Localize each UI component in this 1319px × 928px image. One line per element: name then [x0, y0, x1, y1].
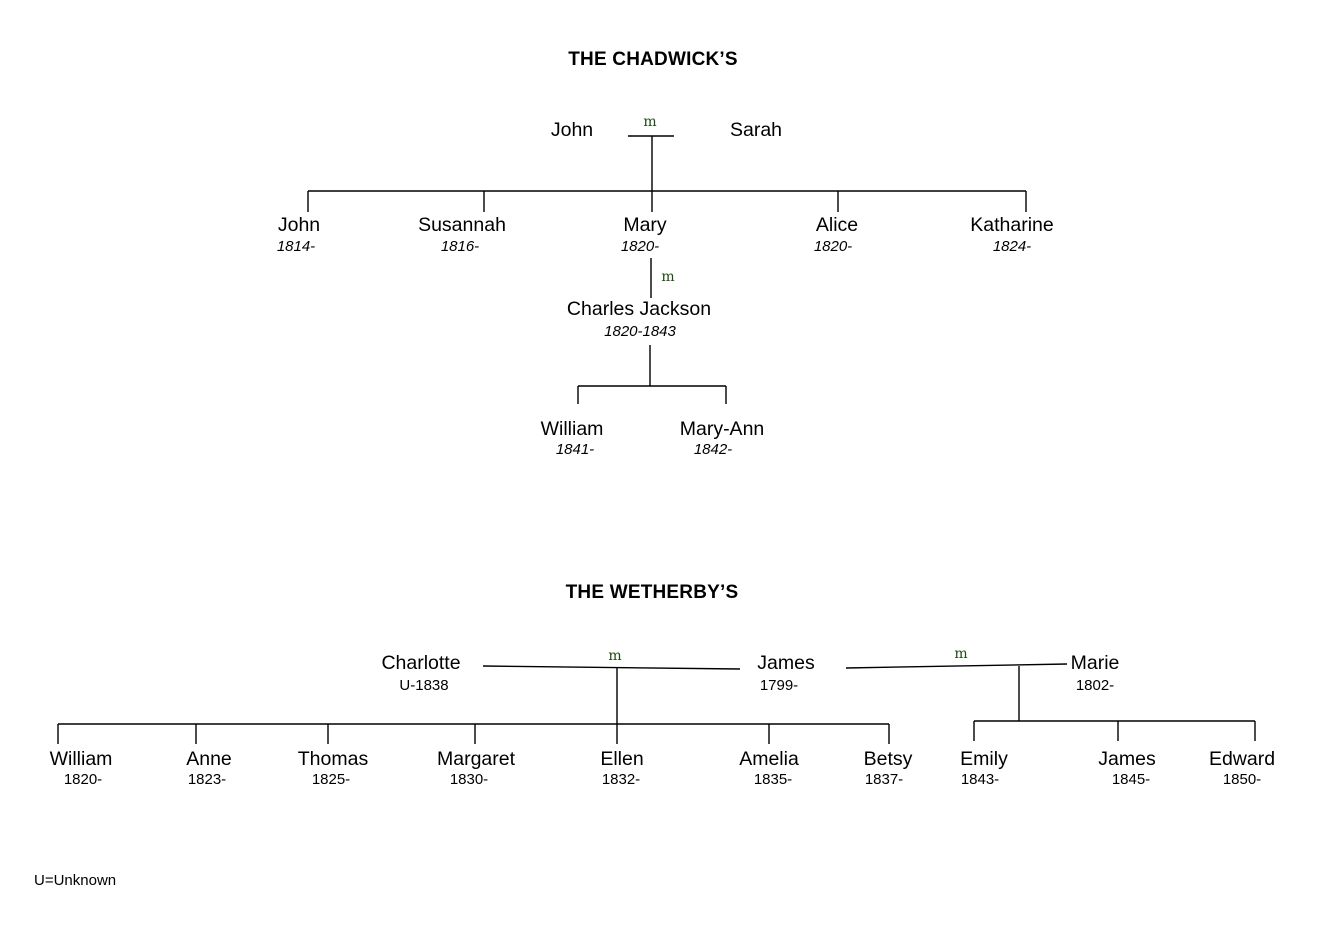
- grandchild-year: 1842-: [693, 441, 733, 458]
- child-year: 1825-: [311, 771, 351, 788]
- child-name: Edward: [1208, 748, 1276, 770]
- child-year: 1850-: [1222, 771, 1262, 788]
- marriage-symbol: m: [954, 646, 968, 662]
- child-year: 1820-: [620, 238, 660, 255]
- child-year: 1843-: [960, 771, 1000, 788]
- child-name: Thomas: [297, 748, 369, 770]
- child-name: William: [49, 748, 113, 770]
- parent-sarah: Sarah: [729, 119, 783, 141]
- grandchild-name: William: [540, 418, 604, 440]
- child-name: Katharine: [970, 214, 1054, 236]
- child-name: Alice: [815, 214, 859, 236]
- child-year: 1835-: [753, 771, 793, 788]
- child-name: John: [277, 214, 321, 236]
- parent-charlotte-year: U-1838: [399, 677, 449, 694]
- child-year: 1832-: [601, 771, 641, 788]
- child-year: 1845-: [1111, 771, 1151, 788]
- child-name: Margaret: [436, 748, 516, 770]
- marriage-line-charlotte-james: [482, 665, 741, 670]
- grandchild-year: 1841-: [555, 441, 595, 458]
- spouse-year: 1820-1843: [604, 323, 676, 340]
- parent-marie-year: 1802-: [1075, 677, 1115, 694]
- child-year: 1820-: [813, 238, 853, 255]
- child-year: 1824-: [992, 238, 1032, 255]
- child-year: 1837-: [864, 771, 904, 788]
- child-name: Anne: [186, 748, 232, 770]
- spouse-name: Charles Jackson: [566, 298, 712, 320]
- parent-james: James: [757, 652, 815, 674]
- child-name: Emily: [960, 748, 1008, 770]
- marriage-symbol: m: [643, 114, 657, 130]
- wetherby-title: THE WETHERBY’S: [565, 582, 739, 603]
- grandchild-name: Mary-Ann: [679, 418, 765, 440]
- parent-john: John: [550, 119, 594, 141]
- parent-james-year: 1799-: [759, 677, 799, 694]
- child-name: Mary: [623, 214, 667, 236]
- child-name: James: [1098, 748, 1156, 770]
- child-name: Amelia: [739, 748, 799, 770]
- child-name: Betsy: [863, 748, 913, 770]
- child-year: 1830-: [449, 771, 489, 788]
- child-year: 1814-: [276, 238, 316, 255]
- parent-charlotte: Charlotte: [381, 652, 461, 674]
- child-name: Susannah: [418, 214, 506, 236]
- child-year: 1820-: [63, 771, 103, 788]
- parent-marie: Marie: [1070, 652, 1120, 674]
- child-name: Ellen: [600, 748, 644, 770]
- marriage-line-james-marie: [845, 663, 1068, 669]
- marriage-symbol: m: [608, 648, 622, 664]
- chadwick-title: THE CHADWICK’S: [568, 49, 738, 70]
- legend-note: U=Unknown: [34, 872, 117, 889]
- child-year: 1823-: [187, 771, 227, 788]
- marriage-symbol: m: [661, 269, 675, 285]
- child-year: 1816-: [440, 238, 480, 255]
